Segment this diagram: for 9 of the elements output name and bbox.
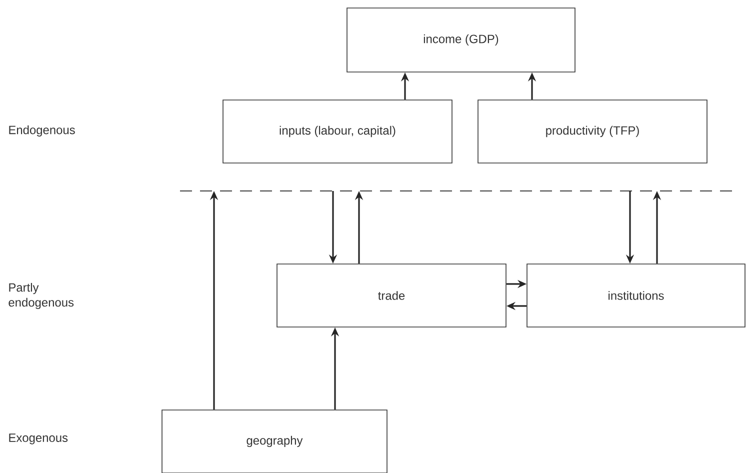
level-label: Partly endogenous bbox=[8, 282, 74, 310]
box: productivity (TFP) bbox=[478, 100, 708, 164]
box: inputs (labour, capital) bbox=[222, 100, 452, 164]
box: geography bbox=[162, 410, 388, 473]
level-label: Exogenous bbox=[9, 434, 68, 444]
box: income (GDP) bbox=[346, 8, 576, 72]
box: trade bbox=[276, 264, 506, 328]
box: institutions bbox=[526, 264, 746, 328]
level-label: Endogenous bbox=[9, 125, 75, 137]
